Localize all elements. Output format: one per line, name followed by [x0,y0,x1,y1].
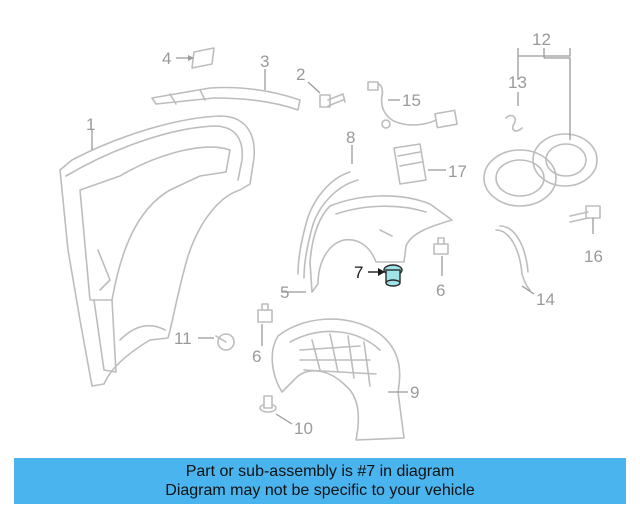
leader-line [521,285,535,295]
arrowhead [188,55,194,61]
fender-part [309,195,453,293]
part-label-6-lower: 6 [252,347,261,366]
part-label-3: 3 [260,52,269,71]
bolt-part [569,205,601,223]
part-label-10: 10 [294,419,313,438]
actuator-part [393,143,427,185]
bolt-part [319,93,346,108]
part-label-5: 5 [280,283,289,302]
part-label-17: 17 [448,162,467,181]
roof-molding-part [151,86,301,111]
banner-line-2: Diagram may not be specific to your vehi… [165,482,475,499]
part-label-6-upper: 6 [436,281,445,300]
spring-part [505,114,523,132]
leader-line [307,81,321,94]
parts-diagram: 1 2 3 4 5 6 6 7 8 9 10 11 12 13 14 15 16… [59,30,603,441]
part-label-15: 15 [402,91,421,110]
info-banner: Part or sub-assembly is #7 in diagram Di… [14,458,626,504]
quarter-panel-part [59,115,256,387]
part-label-8: 8 [346,128,355,147]
fuel-door-part [483,133,598,207]
clip-part [257,303,273,323]
harness-part [367,81,458,129]
part-label-11: 11 [174,329,192,348]
emblem-part [191,47,215,69]
screw-part [259,395,277,413]
wheel-molding-part [297,171,359,279]
part-label-16: 16 [584,247,603,266]
part-label-12: 12 [532,30,551,49]
push-clip-part [215,333,235,351]
part-label-13: 13 [508,73,527,92]
clip-part [433,237,449,255]
part-label-7: 7 [354,263,363,282]
seal-part [495,225,531,291]
leader-line [275,413,293,425]
part-label-1: 1 [86,115,95,134]
highlighted-part-7 [383,264,403,287]
part-label-4: 4 [162,49,171,68]
banner-line-1: Part or sub-assembly is #7 in diagram [185,463,455,480]
part-label-14: 14 [536,290,555,309]
bracket-leader [517,48,571,140]
wheel-liner-part [271,318,405,441]
part-label-9: 9 [410,383,419,402]
part-label-2: 2 [296,65,305,84]
arrowhead [378,268,385,276]
